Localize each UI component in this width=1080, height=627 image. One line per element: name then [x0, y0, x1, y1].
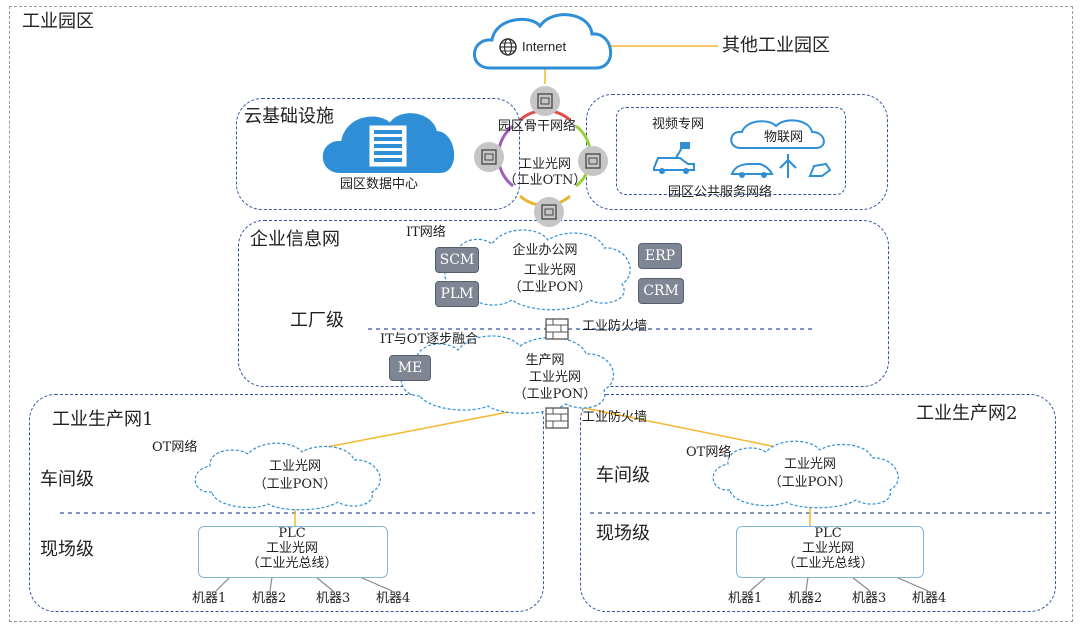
n1-cloud	[194, 442, 381, 511]
cloud-infra-region	[236, 98, 520, 210]
n2-machine4: 机器4	[912, 591, 947, 606]
n1-machine2-link	[269, 576, 273, 592]
datacenter-label: 园区数据中心	[340, 177, 419, 192]
n2-machine4-link	[895, 576, 929, 592]
n1-plc-line3: （工业光总线）	[246, 556, 338, 571]
n2-cloud-line1: 工业光网	[783, 457, 836, 472]
tag-plm: PLM	[435, 281, 479, 307]
n1-field-label: 现场级	[40, 539, 94, 560]
n2-cloud-line2: （工业PON）	[768, 475, 852, 490]
n1-machine1-link	[215, 576, 231, 592]
n2-plc-line1: PLC	[814, 526, 842, 541]
n1-machine2: 机器2	[252, 591, 287, 606]
n1-machine4-link	[359, 576, 393, 592]
factory-level-label: 工厂级	[290, 310, 344, 331]
it-network-label: IT网络	[406, 225, 446, 240]
otn-line1: 工业光网	[518, 157, 571, 172]
other-park-label: 其他工业园区	[722, 35, 830, 56]
n2-plc-line3: （工业光总线）	[782, 556, 874, 571]
prod-line1: 生产网	[525, 353, 565, 368]
public-service-inner-box	[616, 107, 846, 195]
production-network-1-region	[29, 394, 544, 612]
n2-cloud	[712, 440, 899, 509]
backbone-device-top	[530, 86, 560, 116]
n1-machine1: 机器1	[192, 591, 227, 606]
firewall-icon	[545, 318, 569, 340]
prod-line3: （工业PON）	[513, 387, 597, 402]
office-cloud	[444, 229, 631, 311]
n2-machine2-link	[805, 576, 809, 592]
n2-machine1: 机器1	[728, 591, 763, 606]
n1-title: 工业生产网1	[52, 409, 154, 430]
firewall2-label: 工业防火墙	[582, 410, 648, 425]
n2-ot-label: OT网络	[686, 445, 732, 460]
video-network-label: 视频专网	[652, 117, 705, 132]
n2-workshop-label: 车间级	[596, 465, 650, 486]
n2-machine2: 机器2	[788, 591, 823, 606]
firewall2-icon	[545, 407, 569, 429]
office-line2: 工业光网	[523, 263, 576, 278]
n2-machine3: 机器3	[852, 591, 887, 606]
n2-plc-box	[736, 526, 924, 578]
server-rack-icon	[366, 124, 410, 168]
backbone-device-right	[578, 146, 608, 176]
otn-line2: （工业OTN）	[503, 173, 587, 188]
prod-line2: 工业光网	[528, 370, 581, 385]
office-line1: 企业办公网	[512, 243, 578, 258]
n1-plc-line2: 工业光网	[265, 541, 318, 556]
office-line3: （工业PON）	[508, 280, 592, 295]
it-ot-fusion-label: IT与OT逐步融合	[380, 332, 479, 347]
video-car-icon	[650, 140, 698, 176]
tag-scm: SCM	[435, 247, 479, 273]
production-cloud	[400, 335, 615, 414]
n1-cloud-line2: （工业PON）	[253, 477, 337, 492]
backbone-device-left	[474, 142, 504, 172]
tag-erp: ERP	[638, 243, 682, 269]
n1-ot-label: OT网络	[152, 440, 198, 455]
n1-plc-box	[198, 526, 388, 578]
n1-cloud-line1: 工业光网	[268, 459, 321, 474]
n1-workshop-label: 车间级	[40, 469, 94, 490]
backbone-ring-label: 园区骨干网络	[498, 119, 577, 134]
public-service-title: 园区公共服务网络	[668, 185, 773, 200]
internet-label: Internet	[522, 39, 567, 54]
n2-machine3-link	[851, 576, 871, 592]
iot-devices-icon	[730, 154, 834, 180]
n2-field-label: 现场级	[596, 523, 650, 544]
n2-title: 工业生产网2	[916, 403, 1018, 424]
tag-crm: CRM	[638, 278, 684, 304]
n2-machine1-link	[749, 576, 767, 592]
production-network-2-region	[580, 394, 1056, 612]
backbone-device-bottom	[534, 197, 564, 227]
n1-machine3: 机器3	[316, 591, 351, 606]
n1-machine4: 机器4	[376, 591, 411, 606]
iot-cloud	[730, 119, 825, 149]
park-title: 工业园区	[22, 11, 94, 32]
n2-plc-line2: 工业光网	[801, 541, 854, 556]
cloud-infra-title: 云基础设施	[244, 106, 334, 127]
tag-me: ME	[389, 355, 431, 381]
firewall-label: 工业防火墙	[582, 319, 648, 334]
park-frame	[9, 6, 1073, 622]
globe-icon	[499, 38, 517, 56]
link-to-network1	[295, 404, 546, 454]
n1-machine3-link	[315, 576, 334, 592]
link-to-network2	[559, 402, 807, 454]
n1-plc-line1: PLC	[278, 526, 306, 541]
enterprise-title: 企业信息网	[250, 229, 340, 250]
iot-label: 物联网	[764, 130, 804, 145]
